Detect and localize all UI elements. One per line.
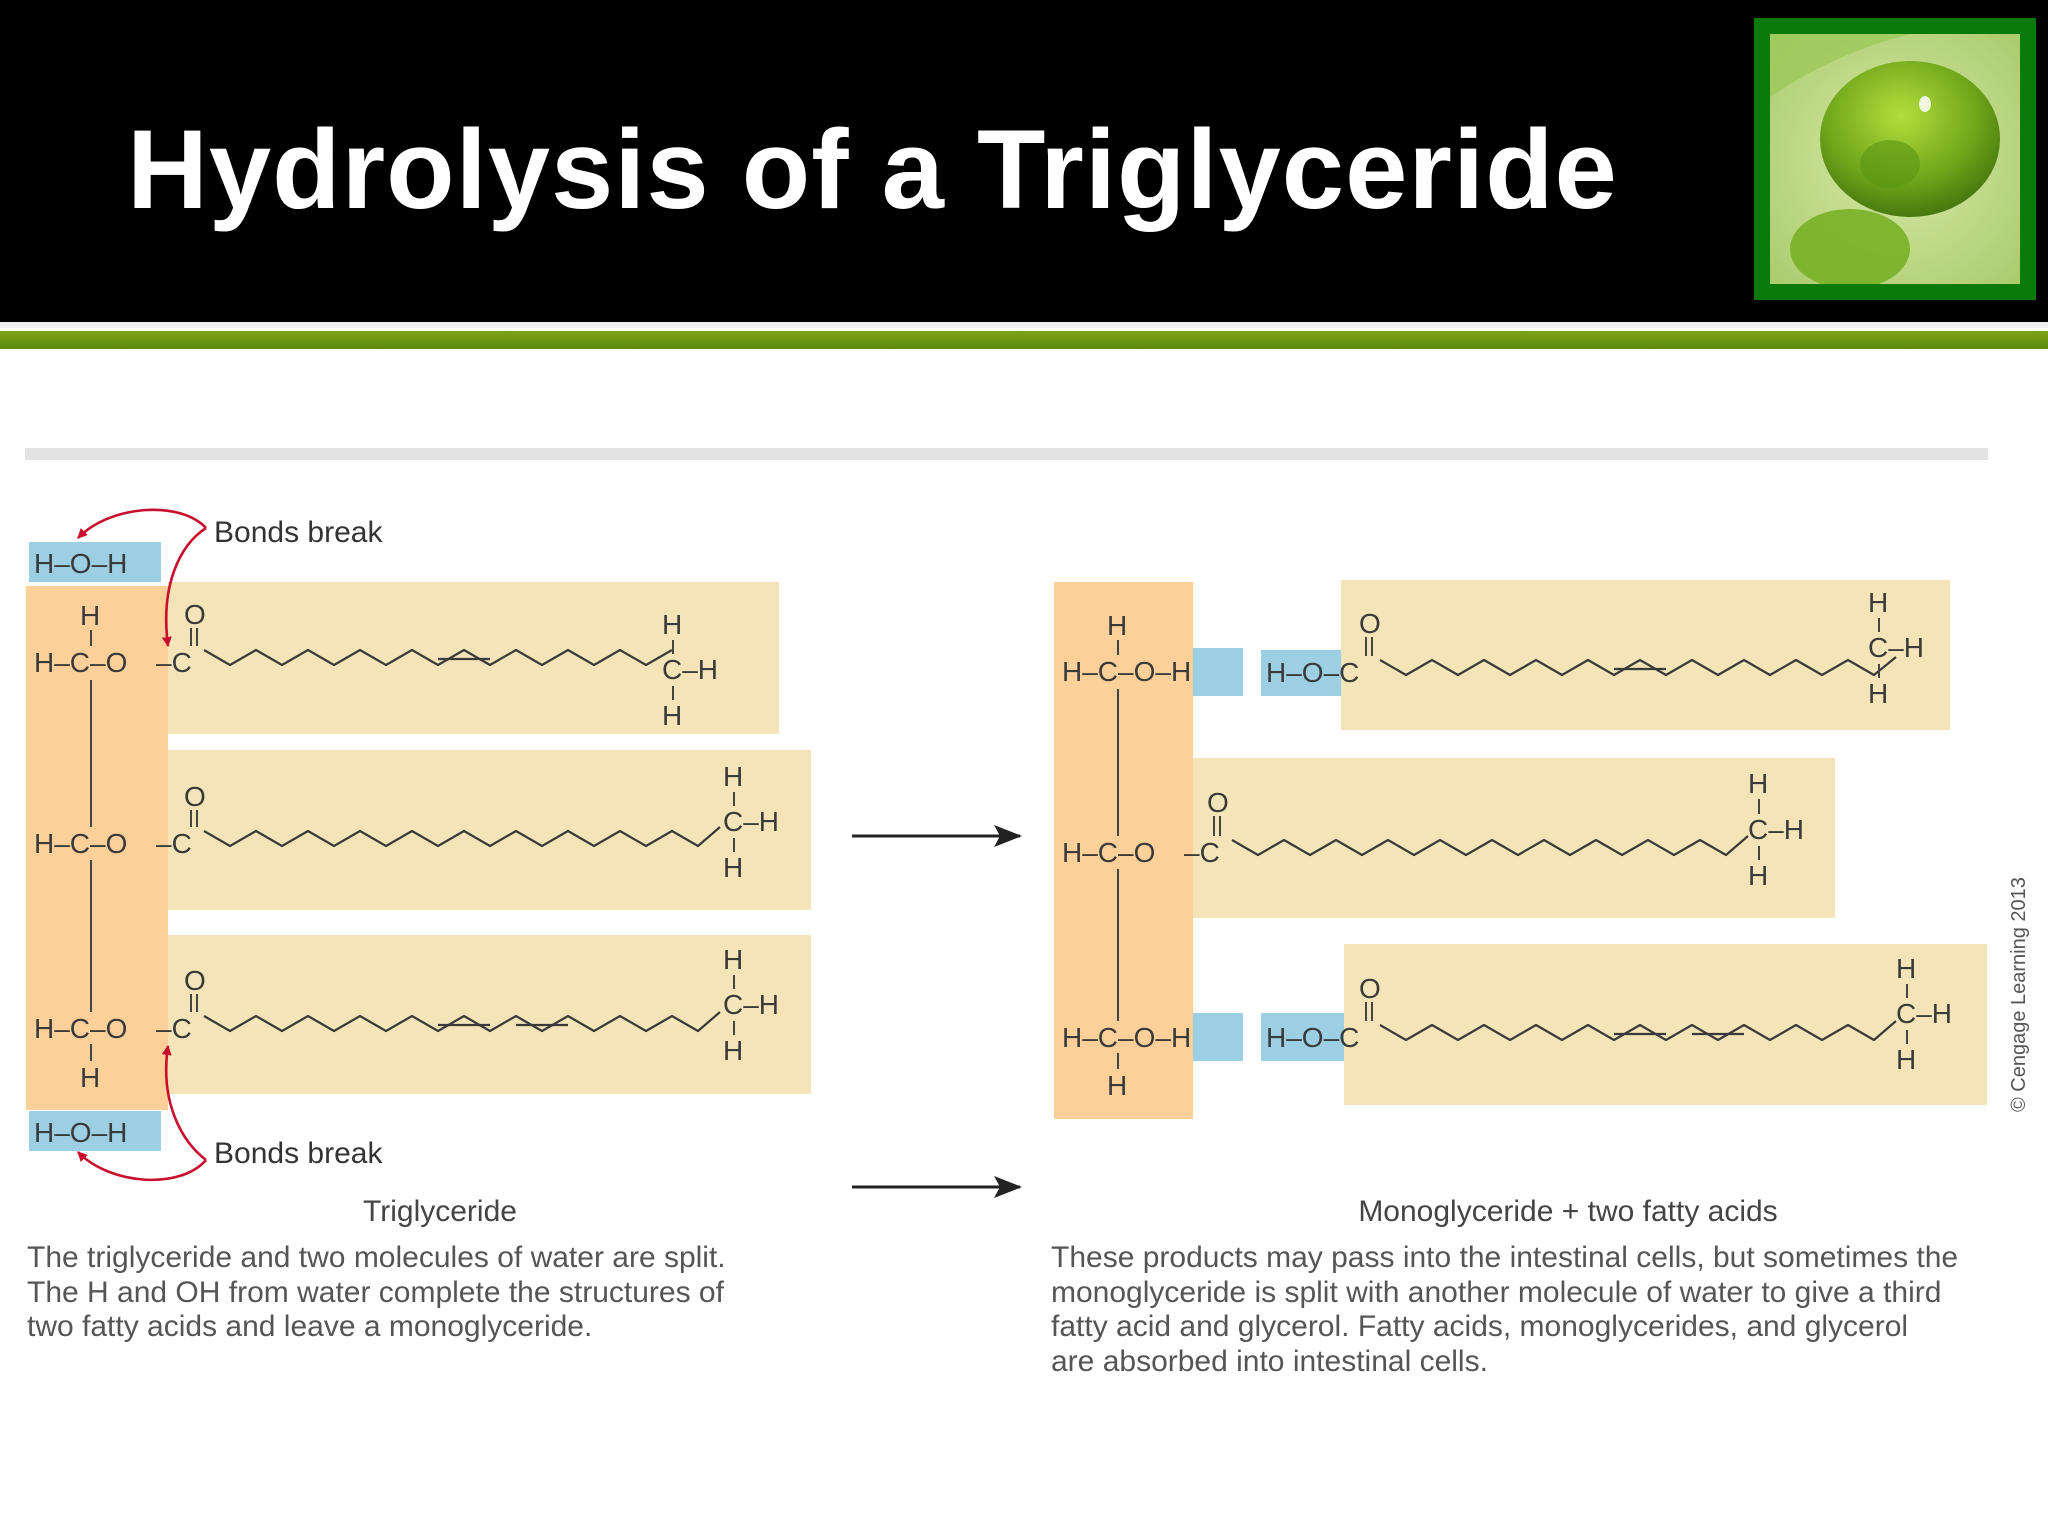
glycerol-h-bottom: H [80, 1062, 100, 1093]
copyright-notice: © Cengage Learning 2013 [2008, 877, 2030, 1112]
green-pea-photo-icon [1770, 34, 2020, 284]
description-line: The H and OH from water complete the str… [27, 1275, 724, 1309]
products-description: These products may pass into the intesti… [1051, 1241, 2001, 1379]
triglyceride-structure: H–O–H H–O–H H H–C–O H–C–O H–C–O H –C –C … [26, 508, 811, 1228]
free-acid-o-1: O [1359, 608, 1381, 639]
water-box-top [29, 542, 161, 582]
water-molecule-bottom: H–O–H [34, 1117, 127, 1148]
product-methyl-h-bottom-3: H [1896, 1044, 1916, 1075]
mono-row-2: H–C–O [1062, 837, 1155, 868]
product-methyl-h-bottom-1: H [1868, 678, 1888, 709]
mono-h-top: H [1107, 610, 1127, 641]
monoglyceride-box [1054, 582, 1193, 1119]
slide-title: Hydrolysis of a Triglyceride [127, 107, 1618, 232]
fatty-acid-box-3 [168, 935, 811, 1094]
product-methyl-h-top-2: H [1748, 768, 1768, 799]
description-line: two fatty acids and leave a monoglycerid… [27, 1310, 593, 1343]
mono-h-bottom: H [1107, 1070, 1127, 1101]
description-line: monoglyceride is split with another mole… [1051, 1275, 1942, 1309]
product-methyl-h-bottom-2: H [1748, 860, 1768, 891]
methyl-ch-3: C–H [723, 989, 779, 1020]
ester-carbon-1: –C [156, 647, 192, 678]
hydroxyl-h-box-1 [1193, 648, 1243, 696]
glycerol-h-top: H [80, 600, 100, 631]
methyl-h-bottom-3: H [723, 1035, 743, 1066]
products-structure: H H–C–O–H H–C–O H–C–O–H H –C O H–O–C H–O… [1054, 580, 1987, 1228]
figure-top-rule [25, 448, 1988, 460]
ester-carbon-2: –C [156, 828, 192, 859]
products-caption: Monoglyceride + two fatty acids [1358, 1195, 1777, 1228]
free-acid-head-1: H–O–C [1266, 657, 1359, 688]
bond-break-arrow-ester-top [161, 526, 207, 647]
header-divider-green [0, 331, 2048, 349]
bonds-break-label-bottom: Bonds break [214, 1137, 383, 1170]
glycerol-row-2: H–C–O [34, 828, 127, 859]
product-methyl-h-top-3: H [1896, 953, 1916, 984]
bond-break-arrow-water-bottom [77, 1151, 207, 1182]
mono-row-1: H–C–O–H [1062, 656, 1191, 687]
carbonyl-o-3: O [184, 965, 206, 996]
free-acid-o-3: O [1359, 973, 1381, 1004]
glycerol-row-1: H–C–O [34, 647, 127, 678]
methyl-h-top-2: H [723, 761, 743, 792]
methyl-h-bottom-1: H [662, 700, 682, 731]
description-line: fatty acid and glycerol. Fatty acids, mo… [1051, 1310, 1909, 1343]
carbonyl-o-1: O [184, 599, 206, 630]
slide-thumbnail [1754, 18, 2036, 300]
glycerol-backbone-box [26, 586, 168, 1110]
methyl-ch-2: C–H [723, 806, 779, 837]
triglyceride-caption: Triglyceride [363, 1195, 517, 1228]
mono-carbonyl-o: O [1207, 787, 1229, 818]
water-box-bottom [29, 1111, 161, 1151]
product-methyl-ch-1: C–H [1868, 632, 1924, 663]
fatty-acid-box-2 [168, 750, 811, 910]
free-fatty-acid-box-1 [1341, 580, 1950, 730]
bonds-break-label-top: Bonds break [214, 516, 383, 549]
methyl-h-bottom-2: H [723, 852, 743, 883]
header-divider-light [0, 322, 2048, 328]
description-line: are absorbed into intestinal cells. [1051, 1344, 1488, 1378]
ester-carbon-3: –C [156, 1013, 192, 1044]
mono-row-3: H–C–O–H [1062, 1022, 1191, 1053]
mono-ester-carbon: –C [1184, 837, 1220, 868]
description-line: The triglyceride and two molecules of wa… [27, 1241, 726, 1274]
hydroxyl-h-box-3 [1193, 1013, 1243, 1061]
glycerol-row-3: H–C–O [34, 1013, 127, 1044]
product-methyl-ch-3: C–H [1896, 998, 1952, 1029]
free-fatty-acid-box-3 [1344, 944, 1987, 1105]
product-methyl-ch-2: C–H [1748, 814, 1804, 845]
free-acid-head-3: H–O–C [1266, 1022, 1359, 1053]
slide-header: Hydrolysis of a Triglyceride [0, 0, 2048, 322]
triglyceride-description: The triglyceride and two molecules of wa… [27, 1241, 787, 1345]
carbonyl-o-2: O [184, 781, 206, 812]
methyl-h-top-3: H [723, 944, 743, 975]
description-line: These products may pass into the intesti… [1051, 1241, 1959, 1274]
acid-oh-box-1 [1261, 650, 1345, 696]
methyl-ch-1: C–H [662, 654, 718, 685]
methyl-h-top-1: H [662, 609, 682, 640]
monoglyceride-chain-box [1193, 758, 1835, 918]
product-methyl-h-top-1: H [1868, 587, 1888, 618]
bond-break-arrow-water-top [77, 508, 207, 539]
acid-oh-box-3 [1261, 1013, 1345, 1061]
water-molecule-top: H–O–H [34, 548, 127, 579]
bond-break-arrow-ester-bottom [161, 1045, 207, 1162]
